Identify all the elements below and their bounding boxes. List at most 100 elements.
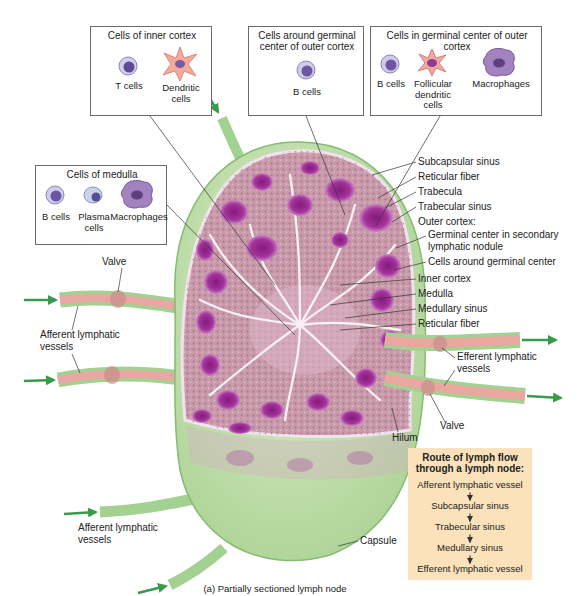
germinal-center [300, 161, 320, 175]
cell-label: B cells [36, 212, 76, 223]
leader-line [150, 116, 275, 285]
flow-step-text: Trabecular sinus [408, 522, 532, 533]
faded-nodule [226, 450, 254, 466]
leader-line [394, 262, 426, 270]
trabecula [300, 325, 380, 400]
vessel-lumen [385, 340, 520, 343]
germinal-center [355, 368, 377, 388]
germinal-center [196, 310, 216, 334]
box-heading: Cells of medulla [36, 169, 168, 180]
leader-line [118, 268, 122, 292]
trabecula [210, 325, 300, 395]
cell-box: Cells around germinal center of outer co… [248, 26, 364, 116]
leader-line [330, 294, 416, 305]
flow-step: Efferent lymphatic vessel [408, 564, 532, 576]
vessel-lumen [385, 378, 525, 396]
flow-arrow [138, 586, 166, 593]
cell-label: Dendritic cells [154, 83, 208, 104]
germinal-center [228, 422, 252, 434]
cell-label: B cells [371, 79, 411, 90]
leader-line [340, 279, 416, 285]
part-label: Capsule [360, 535, 420, 547]
faded-nodule [347, 451, 373, 465]
leader-line [72, 354, 80, 373]
box-heading: Cells in germinal center of outer cortex [373, 30, 541, 52]
faded-nodule [287, 458, 313, 472]
leader-line [167, 205, 295, 335]
caption: (a) Partially sectioned lymph node [150, 583, 400, 594]
part-label: Reticular fiber [418, 318, 568, 330]
leader-line [72, 306, 78, 330]
flow-step-text: Subcapsular sinus [408, 501, 532, 512]
vessel-lumen [58, 374, 192, 380]
germinal-center [375, 254, 401, 278]
afferent-vessel [222, 118, 242, 162]
germinal-center [359, 204, 393, 232]
cut-surface [182, 151, 414, 437]
box-heading: Cells of inner cortex [91, 30, 213, 41]
germinal-center [192, 409, 212, 423]
germinal-center [216, 390, 240, 410]
germinal-center [306, 393, 330, 411]
flow-arrow [522, 339, 556, 342]
germinal-center [246, 235, 278, 261]
cell-label: Plasma cells [74, 212, 114, 233]
germinal-center [220, 200, 248, 224]
part-label: Trabecula [418, 186, 568, 198]
germinal-center [340, 410, 364, 426]
germinal-center [204, 270, 228, 294]
part-label: Outer cortex: [418, 216, 568, 228]
flow-step: Subcapsular sinus [408, 501, 532, 513]
valve [110, 290, 126, 308]
part-label: Germinal center in secondary lymphatic n… [428, 229, 576, 252]
flow-step-text: Efferent lymphatic vessel [408, 564, 532, 575]
cell-box: Cells of medulla B cellsPlasma cellsMacro… [35, 165, 167, 245]
leader-line [385, 192, 416, 208]
cell-label: Macrophages [109, 212, 169, 223]
cell-label: Follicular dendritic cells [409, 79, 457, 111]
leader-line [392, 207, 416, 222]
afferent-vessel [170, 548, 224, 585]
part-label: Hilum [392, 432, 432, 444]
valve [421, 380, 435, 396]
germinal-center [200, 354, 220, 376]
cell-label: T cells [104, 81, 154, 92]
trabecula [285, 325, 300, 420]
part-label: Medulla [418, 288, 568, 300]
germinal-center [325, 178, 355, 202]
flow-step-text: Medullary sinus [408, 543, 532, 554]
germinal-center [251, 173, 273, 191]
cell-label: Macrophages [467, 79, 535, 90]
leader-line [442, 348, 455, 358]
leader-line [306, 116, 345, 215]
flow-arrow [527, 396, 561, 398]
valve [104, 366, 120, 384]
part-label: Efferent lymphatic vessels [457, 351, 541, 374]
flow-step: Afferent lymphatic vessel [408, 480, 532, 492]
trabecula [300, 205, 355, 325]
part-label: Reticular fiber [418, 171, 568, 183]
part-label: Afferent lymphatic vessels [40, 329, 124, 352]
flow-arrow [64, 512, 96, 514]
afferent-vessel [58, 374, 192, 380]
part-label: Cells around germinal center [428, 256, 578, 268]
germinal-center [287, 194, 313, 216]
germinal-center [370, 288, 394, 312]
leader-line [444, 370, 455, 386]
cell-box: Cells in germinal center of outer cortex… [370, 26, 542, 116]
part-label: Valve [440, 420, 480, 432]
leader-line [396, 236, 426, 248]
leader-line [340, 324, 416, 330]
afferent-vessel [100, 498, 198, 512]
part-label: Medullary sinus [418, 303, 568, 315]
leader-line [430, 394, 445, 422]
box-heading: Route of lymph flow through a lymph node… [412, 452, 528, 474]
germinal-center [331, 232, 349, 248]
cell-box: Cells of inner cortex T cellsDendritic ce… [90, 26, 212, 116]
flow-step-text: Afferent lymphatic vessel [408, 480, 532, 491]
part-label: Subcapsular sinus [418, 156, 568, 168]
flow-arrow [24, 299, 56, 302]
cell-label: B cells [282, 87, 332, 98]
efferent-vessel [385, 378, 525, 396]
